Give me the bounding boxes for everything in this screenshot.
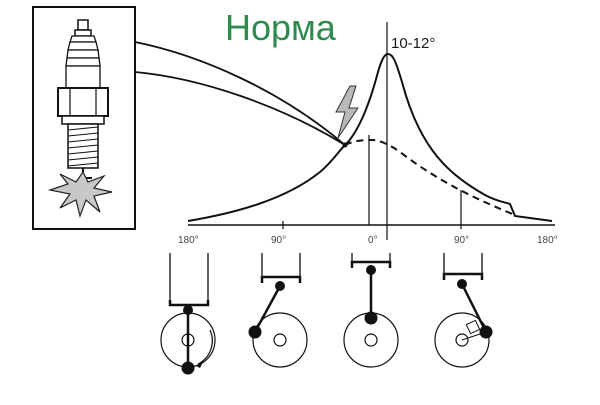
compression-curve: [344, 138, 516, 216]
piston-stage-3: [343, 253, 399, 368]
tick-label: 0°: [368, 235, 378, 246]
peak-angle-label: 10-12°: [391, 35, 435, 52]
piston-stage-1: [160, 253, 216, 375]
tick-label: 180°: [178, 235, 199, 246]
pressure-chart: [187, 22, 555, 240]
piston-stage-4: [434, 253, 493, 368]
diagram-title: Норма: [225, 7, 337, 48]
lightning-bolt-icon: [335, 85, 359, 139]
spark-plug-panel: [32, 6, 346, 230]
combustion-curve: [187, 52, 553, 222]
piston-stage-2: [248, 253, 308, 368]
flame-icon: [47, 170, 113, 219]
tick-label: 90°: [271, 235, 286, 246]
ignition-point: [342, 142, 348, 148]
tick-label: 90°: [454, 235, 469, 246]
tick-label: 180°: [537, 235, 558, 246]
spark-plug-icon: [57, 19, 109, 179]
